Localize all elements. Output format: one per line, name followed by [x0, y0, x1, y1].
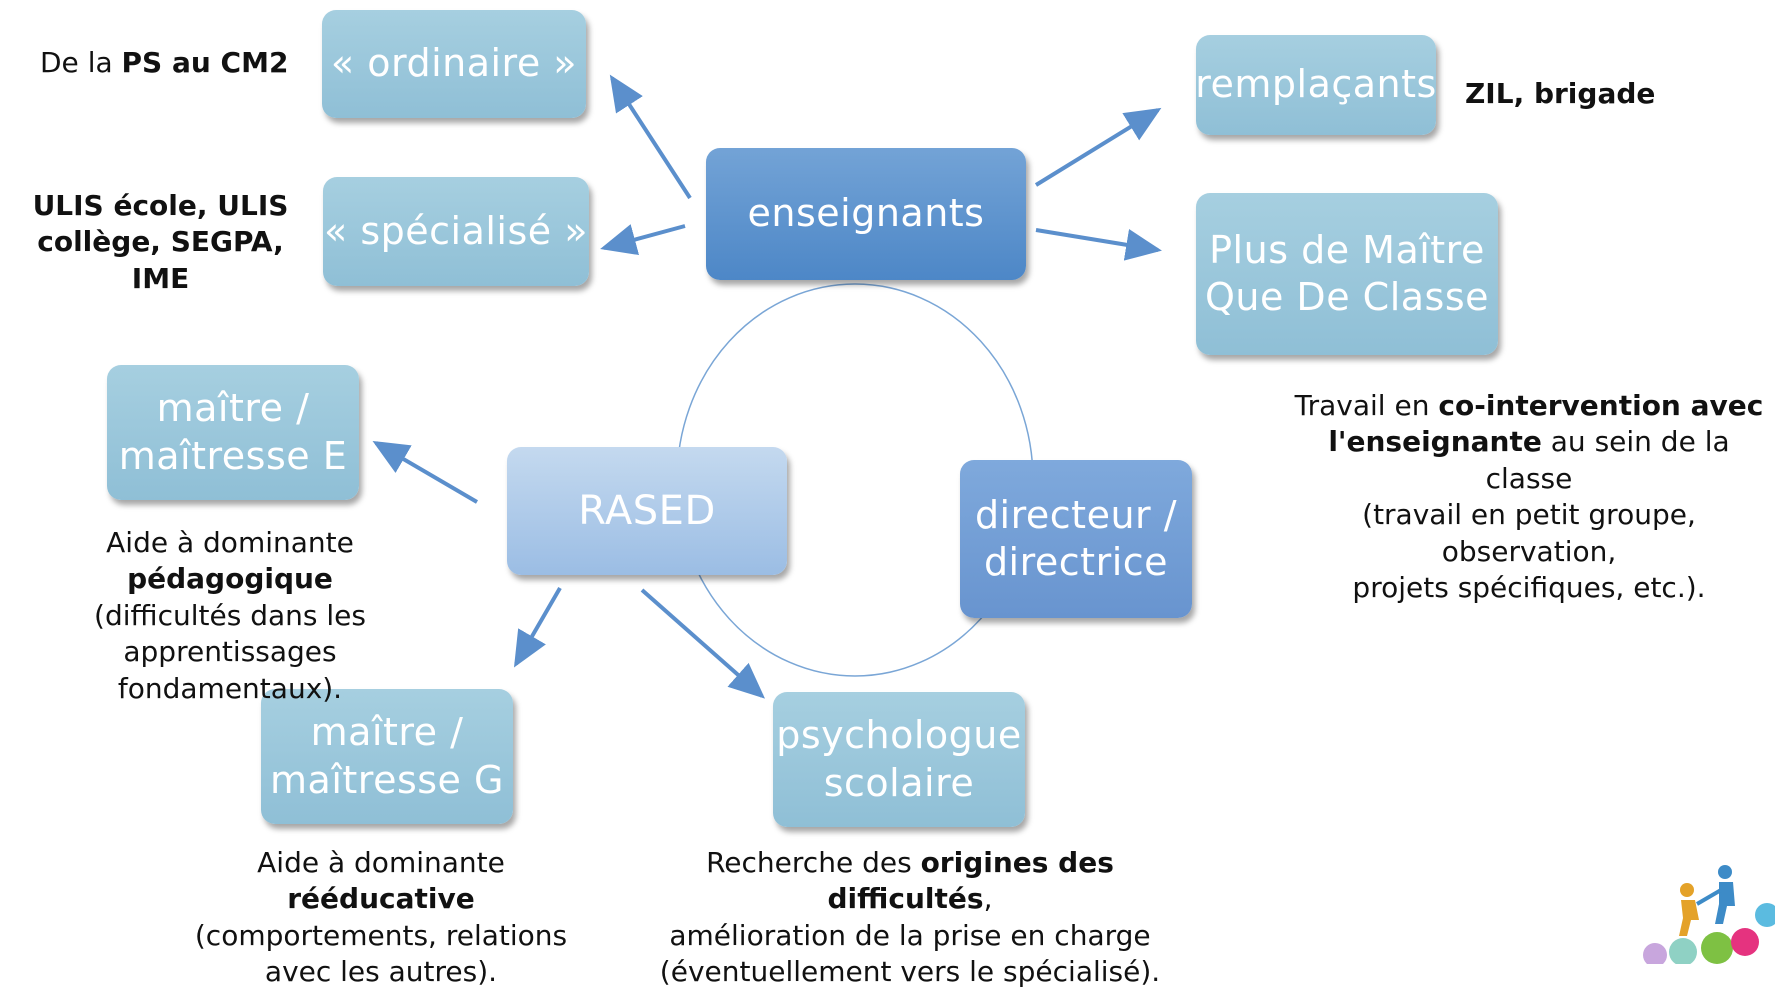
note-psy-l1-post: ,: [983, 882, 993, 916]
note-maitre-e-l2: (difficultés dans les: [94, 598, 366, 632]
note-pmqc-l1-pre: Travail en: [1294, 389, 1439, 422]
box-maitre-g: maître / maîtresse G: [261, 689, 513, 824]
box-maitre-e: maître / maîtresse E: [107, 365, 359, 500]
box-maitre-e-line1: maître /: [156, 386, 310, 430]
box-directeur: directeur / directrice: [960, 460, 1192, 618]
box-psychologue: psychologue scolaire: [773, 692, 1025, 827]
box-ordinaire: « ordinaire »: [322, 10, 586, 118]
note-maitre-g: Aide à dominante rééducative (comporteme…: [166, 845, 596, 991]
box-plus-de-maitre: Plus de Maître Que De Classe: [1196, 193, 1498, 355]
arrow-to-ordinaire: [609, 74, 692, 200]
note-ordinaire: De la PS au CM2: [40, 45, 290, 81]
box-specialise-label: « spécialisé »: [324, 208, 588, 253]
note-maitre-g-l3: avec les autres).: [264, 955, 498, 989]
note-maitre-g-l1-bold: rééducative: [287, 882, 475, 916]
note-psy-l1-pre: Recherche des: [706, 846, 921, 879]
note-maitre-e-l3: apprentissages fondamentaux).: [117, 635, 343, 705]
note-maitre-g-l2: (comportements, relations: [194, 918, 568, 952]
note-maitre-e-l1-pre: Aide à dominante: [106, 526, 354, 559]
box-enseignants: enseignants: [706, 148, 1026, 280]
box-maitre-g-line1: maître /: [310, 710, 464, 754]
note-remplacants: ZIL, brigade: [1465, 76, 1675, 112]
box-remplacants: remplaçants: [1195, 35, 1437, 135]
arrow-to-maitre-e: [372, 440, 479, 504]
box-psychologue-line2: scolaire: [823, 760, 975, 805]
note-maitre-g-l1-pre: Aide à dominante: [257, 846, 505, 879]
note-ordinaire-pre: De la: [40, 46, 122, 79]
note-specialise: ULIS école, ULIS collège, SEGPA, IME: [8, 188, 313, 297]
arrow-to-psychologue: [640, 588, 765, 699]
box-maitre-g-line2: maîtresse G: [270, 757, 504, 802]
note-psy-l3: (éventuellement vers le spécialisé).: [659, 955, 1161, 989]
box-enseignants-label: enseignants: [747, 191, 985, 236]
note-specialise-line2: collège, SEGPA, IME: [37, 225, 284, 295]
box-remplacants-label: remplaçants: [1195, 62, 1437, 107]
box-directeur-line1: directeur /: [974, 492, 1178, 537]
note-psychologue: Recherche des origines des difficultés, …: [640, 845, 1180, 991]
note-pmqc-l1-bold: co-intervention avec: [1438, 389, 1764, 422]
note-psy-l1-bold: origines des difficultés: [827, 846, 1114, 916]
box-rased: RASED: [507, 447, 787, 575]
box-psychologue-line1: psychologue: [776, 713, 1022, 757]
box-maitre-e-line2: maîtresse E: [118, 433, 348, 478]
note-pmqc-l4: projets spécifiques, etc.).: [1352, 570, 1706, 604]
note-maitre-e-l1-bold: pédagogique: [127, 562, 333, 596]
connectors-layer: [372, 74, 1162, 699]
people-gears-logo-icon: [1643, 865, 1775, 964]
note-pmqc-l3: (travail en petit groupe, observation,: [1362, 498, 1696, 568]
note-ordinaire-bold: PS au CM2: [121, 46, 289, 79]
box-ordinaire-label: « ordinaire »: [330, 41, 578, 86]
box-pmqc-line1: Plus de Maître: [1209, 227, 1485, 272]
box-pmqc-line2: Que De Classe: [1204, 275, 1490, 319]
arrow-to-remplacants: [1034, 107, 1162, 187]
box-directeur-line2: directrice: [983, 540, 1169, 584]
arrow-to-pmqc: [1035, 228, 1162, 261]
note-pmqc-l2-post: au sein de la classe: [1485, 425, 1730, 495]
note-psy-l2: amélioration de la prise en charge: [669, 918, 1151, 952]
note-specialise-line1: ULIS école, ULIS: [32, 189, 289, 222]
arrow-to-maitre-g: [513, 586, 562, 668]
note-maitre-e: Aide à dominante pédagogique (difficulté…: [10, 525, 450, 707]
note-remplacants-text: ZIL, brigade: [1465, 77, 1656, 110]
box-specialise: « spécialisé »: [323, 177, 589, 286]
note-pmqc-l2-bold: l'enseignante: [1328, 425, 1542, 459]
box-rased-label: RASED: [578, 488, 716, 534]
note-pmqc: Travail en co-intervention avec l'enseig…: [1282, 388, 1776, 606]
arrow-to-specialise: [600, 224, 686, 256]
